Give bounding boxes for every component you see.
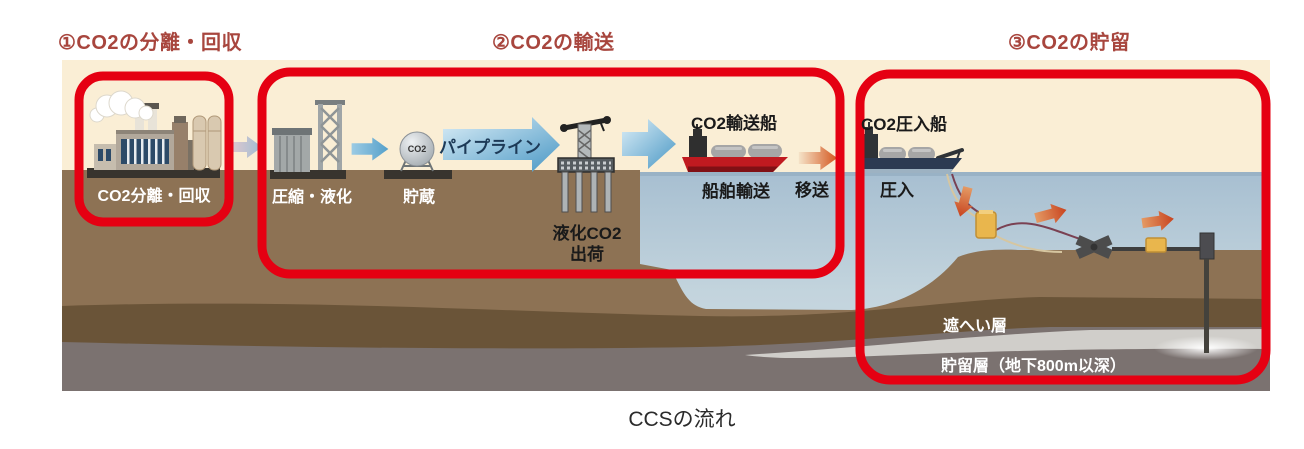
shipping-label-line1: 液化CO2	[552, 224, 622, 243]
stage3-heading: ③CO2の貯留	[1008, 32, 1131, 54]
injection-ship-icon	[858, 122, 964, 173]
wellhead-icon	[1199, 232, 1215, 260]
stage3-frame	[855, 69, 1271, 385]
transport-arrow-icon	[622, 119, 676, 169]
smoke-icon	[89, 90, 154, 123]
transfer-label: 移送	[795, 181, 829, 200]
carrier-ship-label: CO2輸送船	[691, 114, 777, 133]
reservoir-label: 貯留層（地下800m以深）	[941, 358, 1126, 375]
injection-ship-label: CO2圧入船	[861, 115, 947, 134]
injection-label: 圧入	[880, 181, 914, 200]
factory-icon	[87, 90, 222, 178]
storage-silos-icon	[192, 115, 222, 171]
stage2-heading: ②CO2の輸送	[492, 32, 615, 54]
injection-cable	[946, 173, 979, 219]
flowline-cable	[995, 235, 1063, 253]
capture-facility-label: CO2分離・回収	[97, 188, 211, 205]
carrier-ship-icon	[682, 124, 788, 172]
pipeline-arrow-icon	[443, 117, 560, 172]
marine-transport-label: 船舶輸送	[702, 182, 770, 201]
cap-rock-label: 遮へい層	[943, 318, 1008, 335]
subsea-equipment	[946, 173, 1215, 353]
plem-connector-icon	[1075, 235, 1113, 259]
stage1-frame	[74, 71, 234, 227]
silver-band	[745, 329, 1270, 359]
pipeline-label: パイプライン	[439, 138, 541, 157]
terrain	[62, 60, 1270, 391]
compressor-icon	[270, 100, 346, 179]
compression-label: 圧縮・液化	[271, 189, 353, 206]
buoy-icon	[975, 211, 997, 239]
stage1-heading: ①CO2の分離・回収	[58, 32, 243, 54]
offshore-platform-icon	[557, 116, 615, 213]
diagram-caption: CCSの流れ	[628, 408, 736, 431]
stage-frames	[74, 67, 1271, 385]
sphere-tank-icon: CO2	[384, 131, 452, 179]
stage-transition-arrow-icon	[226, 136, 262, 158]
injection-well-pipe	[1204, 259, 1209, 353]
pipeline-buoy-icon	[1145, 237, 1167, 253]
tank-storage-label: 貯蔵	[402, 189, 436, 206]
flowline-hose	[995, 222, 1087, 242]
shipping-label-line2: 出荷	[570, 245, 604, 264]
sphere-tank-text: CO2	[408, 144, 427, 154]
waterline	[640, 172, 1270, 176]
stage2-frame	[257, 67, 845, 279]
buoy-top	[979, 210, 993, 214]
